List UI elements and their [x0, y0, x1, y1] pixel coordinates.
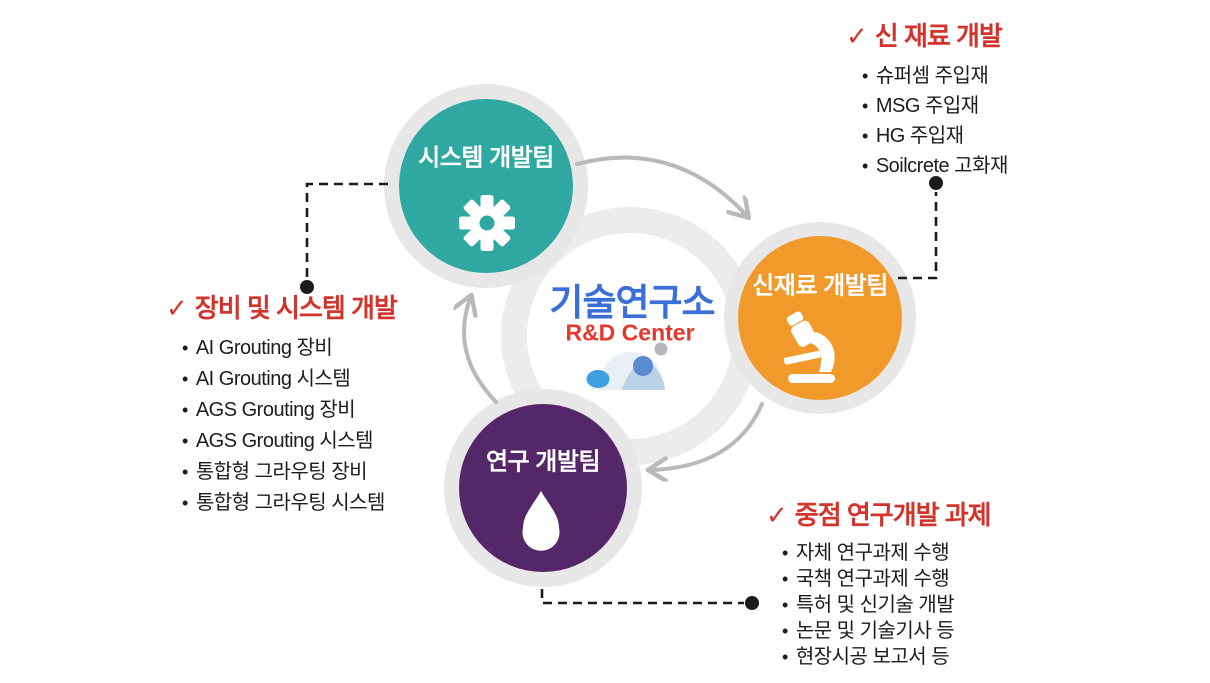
- list-item: • 국책 연구과제 수행: [782, 566, 991, 592]
- connector-line-research: [540, 589, 744, 605]
- list-items: • 자체 연구과제 수행 • 국책 연구과제 수행 • 특허 및 신기술 개발 • 논문 및 …: [766, 540, 991, 670]
- bullet-icon: •: [182, 400, 188, 420]
- water-drop-icon: [522, 491, 560, 551]
- bullet-icon: •: [182, 462, 188, 482]
- list-item: • Soilcrete 고화재: [862, 151, 1008, 181]
- team-circle-materials: [738, 236, 902, 400]
- bullet-icon: •: [782, 569, 788, 589]
- list-item-text: 통합형 그라우팅 시스템: [195, 492, 386, 514]
- list-key-rnd-projects: ✓중점 연구개발 과제 • 자체 연구과제 수행 • 국책 연구과제 수행 • 특허 및 …: [766, 495, 992, 670]
- list-heading-text: 중점 연구개발 과제: [794, 500, 992, 530]
- list-item-text: 국책 연구과제 수행: [795, 568, 950, 590]
- list-item-text: 특허 및 신기술 개발: [795, 594, 955, 616]
- list-item: • AI Grouting 장비: [182, 333, 397, 364]
- cycle-arrow-materials-to-research: [649, 402, 764, 470]
- connector-dot: [300, 280, 314, 294]
- list-item: • 자체 연구과제 수행: [782, 540, 991, 566]
- list-item-text: AGS Grouting 장비: [195, 399, 356, 421]
- list-heading: ✓중점 연구개발 과제: [766, 495, 992, 532]
- team-label-materials: 신재료 개발팀: [752, 272, 888, 300]
- bullet-icon: •: [782, 621, 788, 641]
- list-item: • 슈퍼셈 주입재: [862, 61, 1008, 91]
- list-item: • AGS Grouting 장비: [182, 395, 397, 426]
- bullet-icon: •: [782, 647, 788, 667]
- connector-line-system: [305, 182, 388, 278]
- list-item-text: AI Grouting 시스템: [195, 368, 351, 390]
- list-new-materials: ✓신 재료 개발 • 슈퍼셈 주입재 • MSG 주입재 • HG 주입재 • Soilcre…: [846, 16, 1008, 181]
- bullet-icon: •: [782, 543, 788, 563]
- bullet-icon: •: [782, 595, 788, 615]
- list-item-text: AGS Grouting 시스템: [195, 430, 374, 452]
- list-item-text: 슈퍼셈 주입재: [875, 65, 989, 87]
- list-heading: ✓장비 및 시스템 개발: [166, 288, 398, 325]
- connector-line-materials: [898, 192, 938, 280]
- bullet-icon: •: [182, 338, 188, 358]
- cycle-arrow-system-to-materials: [575, 155, 748, 217]
- checkmark-icon: ✓: [846, 21, 868, 51]
- list-item: • 통합형 그라우팅 시스템: [182, 488, 397, 519]
- bullet-icon: •: [182, 431, 188, 451]
- list-item: • 현장시공 보고서 등: [782, 644, 991, 670]
- bullet-icon: •: [862, 156, 868, 176]
- list-item-text: MSG 주입재: [875, 95, 979, 117]
- list-item-text: HG 주입재: [875, 125, 964, 147]
- team-label-system: 시스템 개발팀: [418, 144, 554, 172]
- list-item: • HG 주입재: [862, 121, 1008, 151]
- gear-icon: [459, 195, 515, 251]
- bullet-icon: •: [862, 66, 868, 86]
- list-item-text: 자체 연구과제 수행: [795, 542, 950, 564]
- bullet-icon: •: [182, 369, 188, 389]
- center-title: 기술연구소: [549, 282, 715, 323]
- list-heading-text: 장비 및 시스템 개발: [194, 293, 398, 323]
- list-item-text: AI Grouting 장비: [195, 337, 333, 359]
- checkmark-icon: ✓: [766, 500, 788, 530]
- list-items: • AI Grouting 장비 • AI Grouting 시스템 • AGS Grou…: [166, 333, 397, 519]
- connector-dot: [745, 596, 759, 610]
- checkmark-icon: ✓: [166, 293, 188, 323]
- list-heading: ✓신 재료 개발: [846, 16, 1008, 53]
- list-equipment-and-system: ✓장비 및 시스템 개발 • AI Grouting 장비 • AI Grouting…: [166, 288, 398, 519]
- list-item-text: 현장시공 보고서 등: [795, 646, 950, 668]
- center-subtitle: R&D Center: [565, 319, 695, 346]
- cycle-arrow-research-to-system: [464, 296, 498, 404]
- list-heading-text: 신 재료 개발: [874, 21, 1003, 51]
- team-label-research: 연구 개발팀: [485, 448, 601, 476]
- list-item: • 논문 및 기술기사 등: [782, 618, 991, 644]
- list-item-text: Soilcrete 고화재: [875, 155, 1009, 177]
- connector-dot: [929, 176, 943, 190]
- bullet-icon: •: [862, 126, 868, 146]
- bullet-icon: •: [862, 96, 868, 116]
- team-circle-research: [459, 404, 627, 572]
- list-item-text: 논문 및 기술기사 등: [795, 620, 955, 642]
- list-item: • AI Grouting 시스템: [182, 364, 397, 395]
- list-item: • 통합형 그라우팅 장비: [182, 457, 397, 488]
- team-circle-system: [399, 99, 573, 273]
- center-icon: [586, 342, 668, 390]
- list-items: • 슈퍼셈 주입재 • MSG 주입재 • HG 주입재 • Soilcrete 고화재: [846, 61, 1008, 181]
- list-item-text: 통합형 그라우팅 장비: [195, 461, 368, 483]
- list-item: • MSG 주입재: [862, 91, 1008, 121]
- list-item: • 특허 및 신기술 개발: [782, 592, 991, 618]
- microscope-icon: [783, 311, 835, 383]
- list-item: • AGS Grouting 시스템: [182, 426, 397, 457]
- bullet-icon: •: [182, 493, 188, 513]
